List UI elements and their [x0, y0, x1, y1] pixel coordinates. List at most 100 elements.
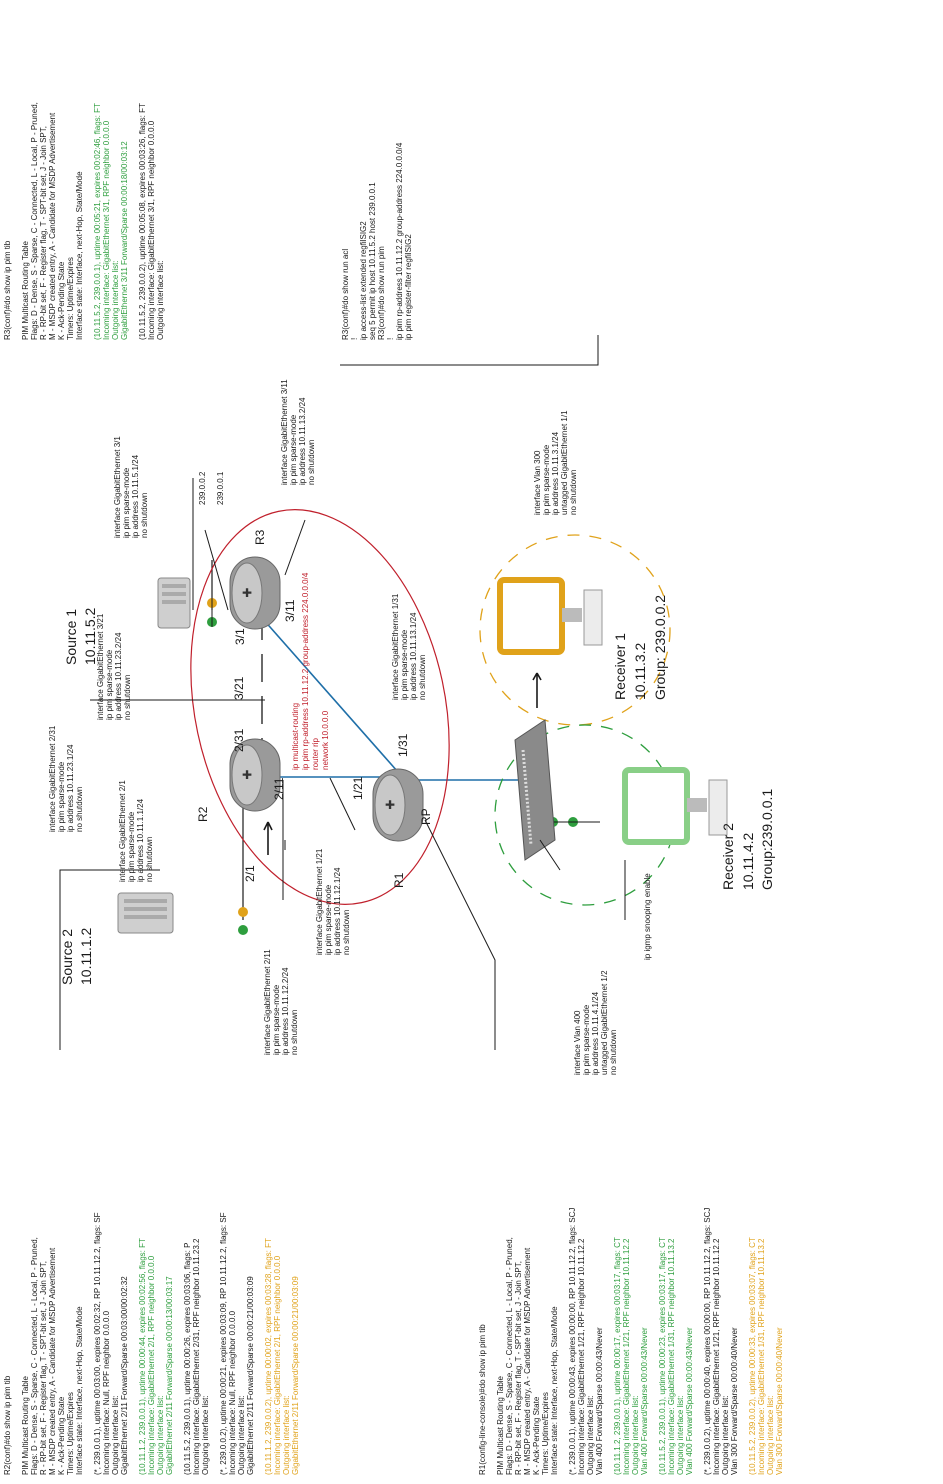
- vlan400-config-line: no shutdown: [609, 1030, 618, 1075]
- r2-2-31-config-line: ip address 10.11.23.1/24: [66, 744, 75, 832]
- svg-text:✚: ✚: [242, 586, 252, 600]
- r2-2-11-config-line: ip pim sparse-mode: [272, 984, 281, 1055]
- r3-console-line: Interface state: Interface, next-Hop, St…: [75, 171, 84, 340]
- dot-s2-orange: [238, 907, 248, 917]
- r1-console-green-line: (10.11.5.2, 239.0.0.1), uptime 00:00:23,…: [658, 1237, 667, 1475]
- rp-config-line: ip multicast-routing: [291, 703, 300, 770]
- r3-console-green-line: Incoming interface: GigabitEthernet 3/1,…: [102, 120, 111, 340]
- r2-console-line: (*, 239.0.0.1), uptime 00:03:00, expires…: [93, 1212, 102, 1475]
- r2-console-line: R - RP-bit set, F - Register flag, T - S…: [39, 1261, 48, 1475]
- r3-console-green-line: GigabitEthernet 3/11 Forward/Sparse 00:0…: [120, 141, 129, 340]
- r1-1-21-config-line: interface GigabitEthernet 1/21: [315, 848, 324, 955]
- vlan400-config-line: interface Vlan 400: [573, 1010, 582, 1075]
- vlan300-config-line: ip address 10.11.3.1/24: [551, 431, 560, 515]
- receiver2-ip: 10.11.4.2: [740, 832, 756, 890]
- r2-console-orange-line: (10.11.1.2, 239.0.0.2), uptime 00:00:02,…: [264, 1238, 273, 1475]
- r1-console-line: R - RP-bit set, F - Register flag, T - S…: [514, 1261, 523, 1475]
- group-label-239-0-0-1: 239.0.0.1: [216, 471, 225, 505]
- igmp-config-line: ip igmp snooping enable: [643, 873, 652, 960]
- r3-3-1-config-line: interface GigabitEthernet 3/1: [113, 436, 122, 538]
- r3-3-21-config-line: ip pim sparse-mode: [105, 649, 114, 720]
- source2-ip: 10.11.1.2: [78, 927, 94, 985]
- r3-3-1-config-line: ip pim sparse-mode: [122, 467, 131, 538]
- receiver1-pc: [497, 577, 603, 655]
- r2-console-line: Incoming interface: Null, RPF neighbor 0…: [102, 1310, 111, 1475]
- r1-console-line: Vlan 400 Forward/Sparse 00:00:43/Never: [595, 1327, 604, 1475]
- r2-console-orange-line: Outgoing interface list:: [282, 1395, 291, 1475]
- source1-ip: 10.11.5.2: [82, 607, 98, 665]
- r3-3-21-config-line: ip address 10.11.23.2/24: [114, 632, 123, 720]
- r3-acl-line: ip access-list extended regfilSIG2: [359, 221, 368, 340]
- r3-console-line: Incoming interface: GigabitEthernet 3/1,…: [147, 120, 156, 340]
- r1-console-line: (*, 239.0.0.1), uptime 00:00:43, expires…: [568, 1208, 577, 1475]
- r2-console-line: PIM Multicast Routing Table: [21, 1375, 30, 1475]
- r1-console-green-line: Vlan 400 Forward/Sparse 00:00:43/Never: [685, 1327, 694, 1475]
- source1-server: [157, 577, 191, 629]
- r3-3-11-config-line: ip address 10.11.13.2/24: [298, 397, 307, 485]
- r1-console-orange-line: Vlan 300 Forward/Sparse 00:00:40/Never: [775, 1327, 784, 1475]
- r3-console-line: Outgoing interface list:: [156, 260, 165, 340]
- r3-acl-line: ip pim register-filter regfilSIG2: [404, 234, 413, 340]
- r3-acl-line: R3(conf)#do show run pim: [377, 246, 386, 340]
- vlan300-config-line: untagged GigabitEthernet 1/1: [560, 410, 569, 515]
- r1-console-green-line: Outgoing interface list:: [631, 1395, 640, 1475]
- r2-2-31-config-line: interface GigabitEthernet 2/31: [48, 725, 57, 832]
- source2-name: Source 2: [59, 929, 75, 985]
- r3-console-line: K - Ack-Pending State: [57, 261, 66, 340]
- r2-console-green-line: Incoming interface: GigabitEthernet 2/1,…: [147, 1255, 156, 1475]
- r1-console-line: K - Ack-Pending State: [532, 1396, 541, 1475]
- r2-console-orange-line: GigabitEthernet 2/11 Forward/Sparse 00:0…: [291, 1276, 300, 1475]
- r1-1-31-config-line: no shutdown: [418, 655, 427, 700]
- r1-1-31-config-line: ip pim sparse-mode: [400, 629, 409, 700]
- r2-console-line: Outgoing interface list:: [237, 1395, 246, 1475]
- link-r3-r1: [254, 609, 399, 773]
- r2-console-line: GigabitEthernet 2/11 Forward/Sparse 00:0…: [246, 1276, 255, 1475]
- r3-console-green-line: (10.11.5.2, 239.0.0.1), uptime 00:05:21,…: [93, 103, 102, 340]
- r2-2-1-config-line: ip pim sparse-mode: [127, 811, 136, 882]
- receiver1-name: Receiver 1: [612, 633, 628, 700]
- r3-acl-line: seq 5 permit ip host 10.11.5.2 host 239.…: [368, 182, 377, 340]
- r3-3-11-config-line: ip pim sparse-mode: [289, 414, 298, 485]
- r1-console-line: Incoming interface: GigabitEthernet 1/21…: [577, 1238, 586, 1475]
- r2-console-green-line: (10.11.1.2, 239.0.0.1), uptime 00:00:44,…: [138, 1238, 147, 1475]
- r3-console-line: Timers: Uptime/Expires: [66, 257, 75, 340]
- vlan400-config-line: untagged GigabitEthernet 1/2: [600, 970, 609, 1075]
- rp-config-line: network 10.0.0.0: [321, 710, 330, 770]
- r2-console-line: Flags: D - Dense, S - Sparse, C - Connec…: [30, 1237, 39, 1475]
- r1-console-line: R1(config-line-console)#do show ip pim t…: [478, 1324, 487, 1475]
- r2-console-line: GigabitEthernet 2/11 Forward/Sparse 00:0…: [120, 1276, 129, 1475]
- r1-label: R1: [392, 872, 406, 888]
- port-3-21: 3/21: [232, 676, 246, 700]
- svg-text:✚: ✚: [242, 768, 252, 782]
- vlan300-config-line: no shutdown: [569, 470, 578, 515]
- r3-3-1-config-line: no shutdown: [140, 493, 149, 538]
- port-2-11: 2/11: [272, 777, 286, 800]
- rp-config-line: ip pim rp-address 10.11.12.2 group-addre…: [301, 572, 310, 770]
- r2-2-1-config-line: ip address 10.11.1.1/24: [136, 798, 145, 882]
- r2-console-orange-line: Incoming interface: GigabitEthernet 2/1,…: [273, 1255, 282, 1475]
- r3-label: R3: [253, 529, 267, 545]
- r1-rp-badge: RP: [419, 808, 433, 825]
- r1-console-line: Incoming interface: GigabitEthernet 1/21…: [712, 1238, 721, 1475]
- r1-console-line: M - MSDP created entry, A - Candidate fo…: [523, 1247, 532, 1475]
- r3-console-line: R3(conf)#do show ip pim tib: [3, 240, 12, 340]
- receiver2-name: Receiver 2: [720, 823, 736, 890]
- r2-console-line: (10.11.5.2, 239.0.0.1), uptime 00:00:26,…: [183, 1243, 192, 1475]
- port-3-1: 3/1: [233, 628, 247, 645]
- r3-3-1-config-line: ip address 10.11.5.1/24: [131, 454, 140, 538]
- r2-console-line: R2(conf)#do show ip pim tib: [3, 1375, 12, 1475]
- r2-console-line: Incoming interface: Null, RPF neighbor 0…: [228, 1310, 237, 1475]
- vlan400-config-line: ip address 10.11.4.1/24: [591, 991, 600, 1075]
- r3-console-line: Flags: D - Dense, S - Sparse, C - Connec…: [30, 102, 39, 340]
- vlan300-config-line: ip pim sparse-mode: [542, 444, 551, 515]
- r3-console-line: M - MSDP created entry, A - Candidate fo…: [48, 112, 57, 340]
- r2-2-1-config-line: interface GigabitEthernet 2/1: [118, 780, 127, 882]
- r2-2-31-config-line: ip pim sparse-mode: [57, 761, 66, 832]
- r1-console-orange-line: Outgoing interface list:: [766, 1395, 775, 1475]
- r1-1-21-config-line: ip address 10.11.12.1/24: [333, 867, 342, 955]
- port-2-31: 2/31: [232, 728, 246, 752]
- r2-console-line: K - Ack-Pending State: [57, 1396, 66, 1475]
- r3-console-line: R - RP-bit set, F - Register flag, T - S…: [39, 126, 48, 340]
